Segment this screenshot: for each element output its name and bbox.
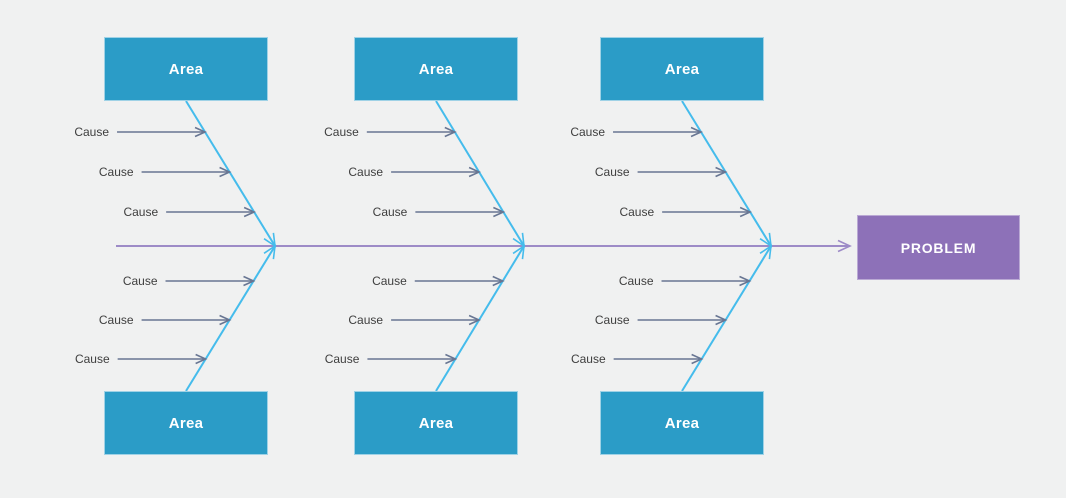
cause-label-top-2-2[interactable]: Cause [348, 165, 384, 179]
cause-label-top-2-3[interactable]: Cause [372, 205, 408, 219]
cause-label-bottom-2-1[interactable]: Cause [372, 274, 407, 288]
cause-label-top-1-3[interactable]: Cause [123, 205, 159, 219]
cause-label-top-3-2[interactable]: Cause [594, 165, 630, 179]
cause-label-bottom-1-2[interactable]: Cause [98, 313, 134, 327]
cause-label-top-3-3[interactable]: Cause [619, 205, 655, 219]
area-node-bottom-1[interactable]: Area [104, 391, 268, 455]
branch-line-bottom-2 [435, 244, 525, 392]
cause-label-top-1-1[interactable]: Cause [74, 125, 110, 139]
cause-label-bottom-3-1[interactable]: Cause [618, 274, 654, 288]
branch-line-bottom-3 [681, 244, 773, 392]
cause-label-bottom-3-2[interactable]: Cause [594, 313, 630, 327]
area-node-top-1[interactable]: Area [104, 37, 268, 101]
branch-line-top-2 [435, 100, 525, 248]
cause-label-bottom-1-1[interactable]: Cause [122, 274, 158, 288]
cause-label-top-3-1[interactable]: Cause [570, 125, 606, 139]
cause-label-top-1-2[interactable]: Cause [98, 165, 134, 179]
area-node-bottom-3[interactable]: Area [600, 391, 764, 455]
cause-label-bottom-1-3[interactable]: Cause [74, 352, 110, 366]
cause-label-top-2-1[interactable]: Cause [324, 125, 359, 139]
problem-node[interactable]: PROBLEM [857, 215, 1020, 280]
branch-line-top-1 [185, 100, 277, 248]
cause-label-bottom-3-3[interactable]: Cause [570, 352, 606, 366]
area-node-bottom-2[interactable]: Area [354, 391, 518, 455]
branch-line-bottom-1 [185, 244, 277, 392]
area-node-top-3[interactable]: Area [600, 37, 764, 101]
branch-line-top-3 [681, 100, 773, 248]
cause-label-bottom-2-2[interactable]: Cause [348, 313, 384, 327]
area-node-top-2[interactable]: Area [354, 37, 518, 101]
cause-label-bottom-2-3[interactable]: Cause [324, 352, 360, 366]
